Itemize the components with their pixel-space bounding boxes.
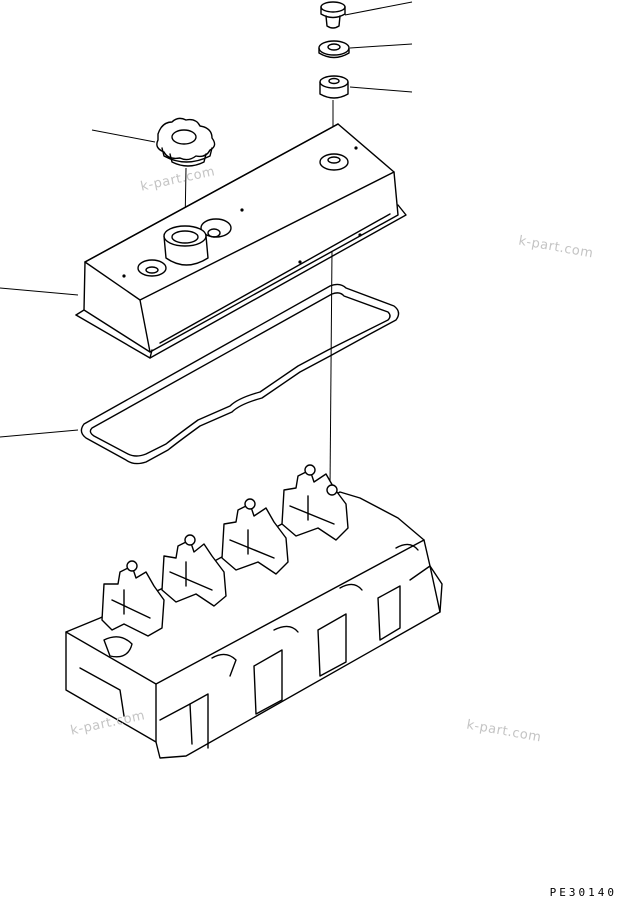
head-cover-part <box>75 123 407 359</box>
leader-cover-gasket <box>0 429 79 438</box>
leader-seal-grommet <box>349 86 413 93</box>
assembly-line-bottom <box>329 249 333 489</box>
seal-grommet-part <box>319 75 349 99</box>
leader-lines <box>0 1 413 438</box>
leader-head-cover <box>0 287 79 296</box>
leader-cap-bolt <box>344 1 413 16</box>
drawing-code: PE30140 <box>549 886 617 899</box>
cap-bolt-part <box>320 1 346 29</box>
cylinder-head-part <box>65 464 443 759</box>
oil-filler-cap-part <box>156 117 216 167</box>
leader-oil-filler-cap <box>91 129 156 143</box>
leader-washer <box>349 43 413 49</box>
washer-part <box>318 40 350 59</box>
cover-gasket-part <box>80 283 400 465</box>
